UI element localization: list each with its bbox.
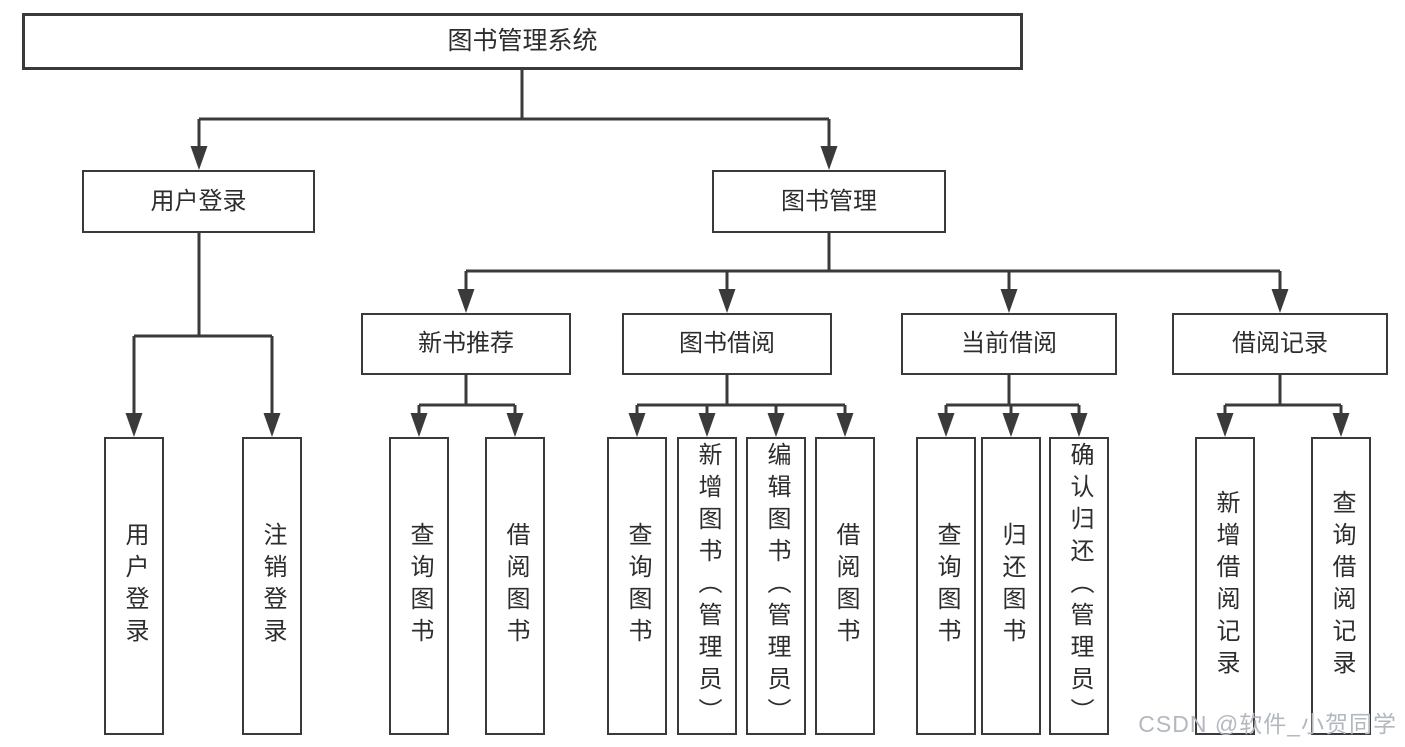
connector-records-to-leaves — [1223, 375, 1343, 415]
leaf-return-books: 归还图书 — [981, 437, 1041, 735]
arrowheads — [125, 146, 1350, 437]
leaf-query-books-borrowing: 查询图书 — [607, 437, 667, 735]
leaf-borrow-books-borrowing: 借阅图书 — [815, 437, 875, 735]
node-library-system: 图书管理系统 — [22, 13, 1023, 70]
leaf-query-borrow-record: 查询借阅记录 — [1311, 437, 1371, 735]
leaf-query-books-newrec: 查询图书 — [389, 437, 449, 735]
leaf-borrow-books-newrec-label: 借阅图书 — [502, 522, 529, 650]
connector-newbook-to-leaves — [417, 375, 517, 415]
leaf-logout-label: 注销登录 — [259, 522, 286, 650]
connector-currentborrow-to-leaves — [944, 375, 1081, 415]
leaf-user-login: 用户登录 — [104, 437, 164, 735]
leaf-add-borrow-record-label: 新增借阅记录 — [1212, 490, 1239, 682]
leaf-borrow-books-newrec: 借阅图书 — [485, 437, 545, 735]
leaf-user-login-label: 用户登录 — [121, 522, 148, 650]
node-current-borrowing: 当前借阅 — [901, 313, 1117, 375]
leaf-confirm-return-admin-label: 确认归还︵管理员︶ — [1066, 442, 1093, 730]
connector-userlogin-to-leaves — [132, 233, 274, 415]
node-borrowing-records: 借阅记录 — [1172, 313, 1388, 375]
leaf-confirm-return-admin: 确认归还︵管理员︶ — [1049, 437, 1109, 735]
leaf-add-books-admin: 新增图书︵管理员︶ — [677, 437, 737, 735]
node-book-borrowing: 图书借阅 — [622, 313, 832, 375]
node-user-login: 用户登录 — [82, 170, 315, 233]
connector-root-to-level2 — [197, 70, 831, 148]
leaf-logout: 注销登录 — [242, 437, 302, 735]
leaf-query-books-current: 查询图书 — [916, 437, 976, 735]
connector-bookmgmt-to-level3 — [464, 233, 1282, 291]
leaf-query-borrow-record-label: 查询借阅记录 — [1328, 490, 1355, 682]
leaf-borrow-books-borrowing-label: 借阅图书 — [832, 522, 859, 650]
leaf-query-books-current-label: 查询图书 — [933, 522, 960, 650]
leaf-edit-books-admin-label: 编辑图书︵管理员︶ — [763, 442, 790, 730]
leaf-return-books-label: 归还图书 — [998, 522, 1025, 650]
node-book-management: 图书管理 — [712, 170, 946, 233]
leaf-add-books-admin-label: 新增图书︵管理员︶ — [694, 442, 721, 730]
leaf-query-books-borrowing-label: 查询图书 — [624, 522, 651, 650]
connector-bookborrow-to-leaves — [635, 375, 847, 415]
leaf-query-books-newrec-label: 查询图书 — [406, 522, 433, 650]
leaf-edit-books-admin: 编辑图书︵管理员︶ — [746, 437, 806, 735]
node-new-book-recommend: 新书推荐 — [361, 313, 571, 375]
leaf-add-borrow-record: 新增借阅记录 — [1195, 437, 1255, 735]
watermark: CSDN @软件_小贺同学 — [1138, 711, 1397, 737]
